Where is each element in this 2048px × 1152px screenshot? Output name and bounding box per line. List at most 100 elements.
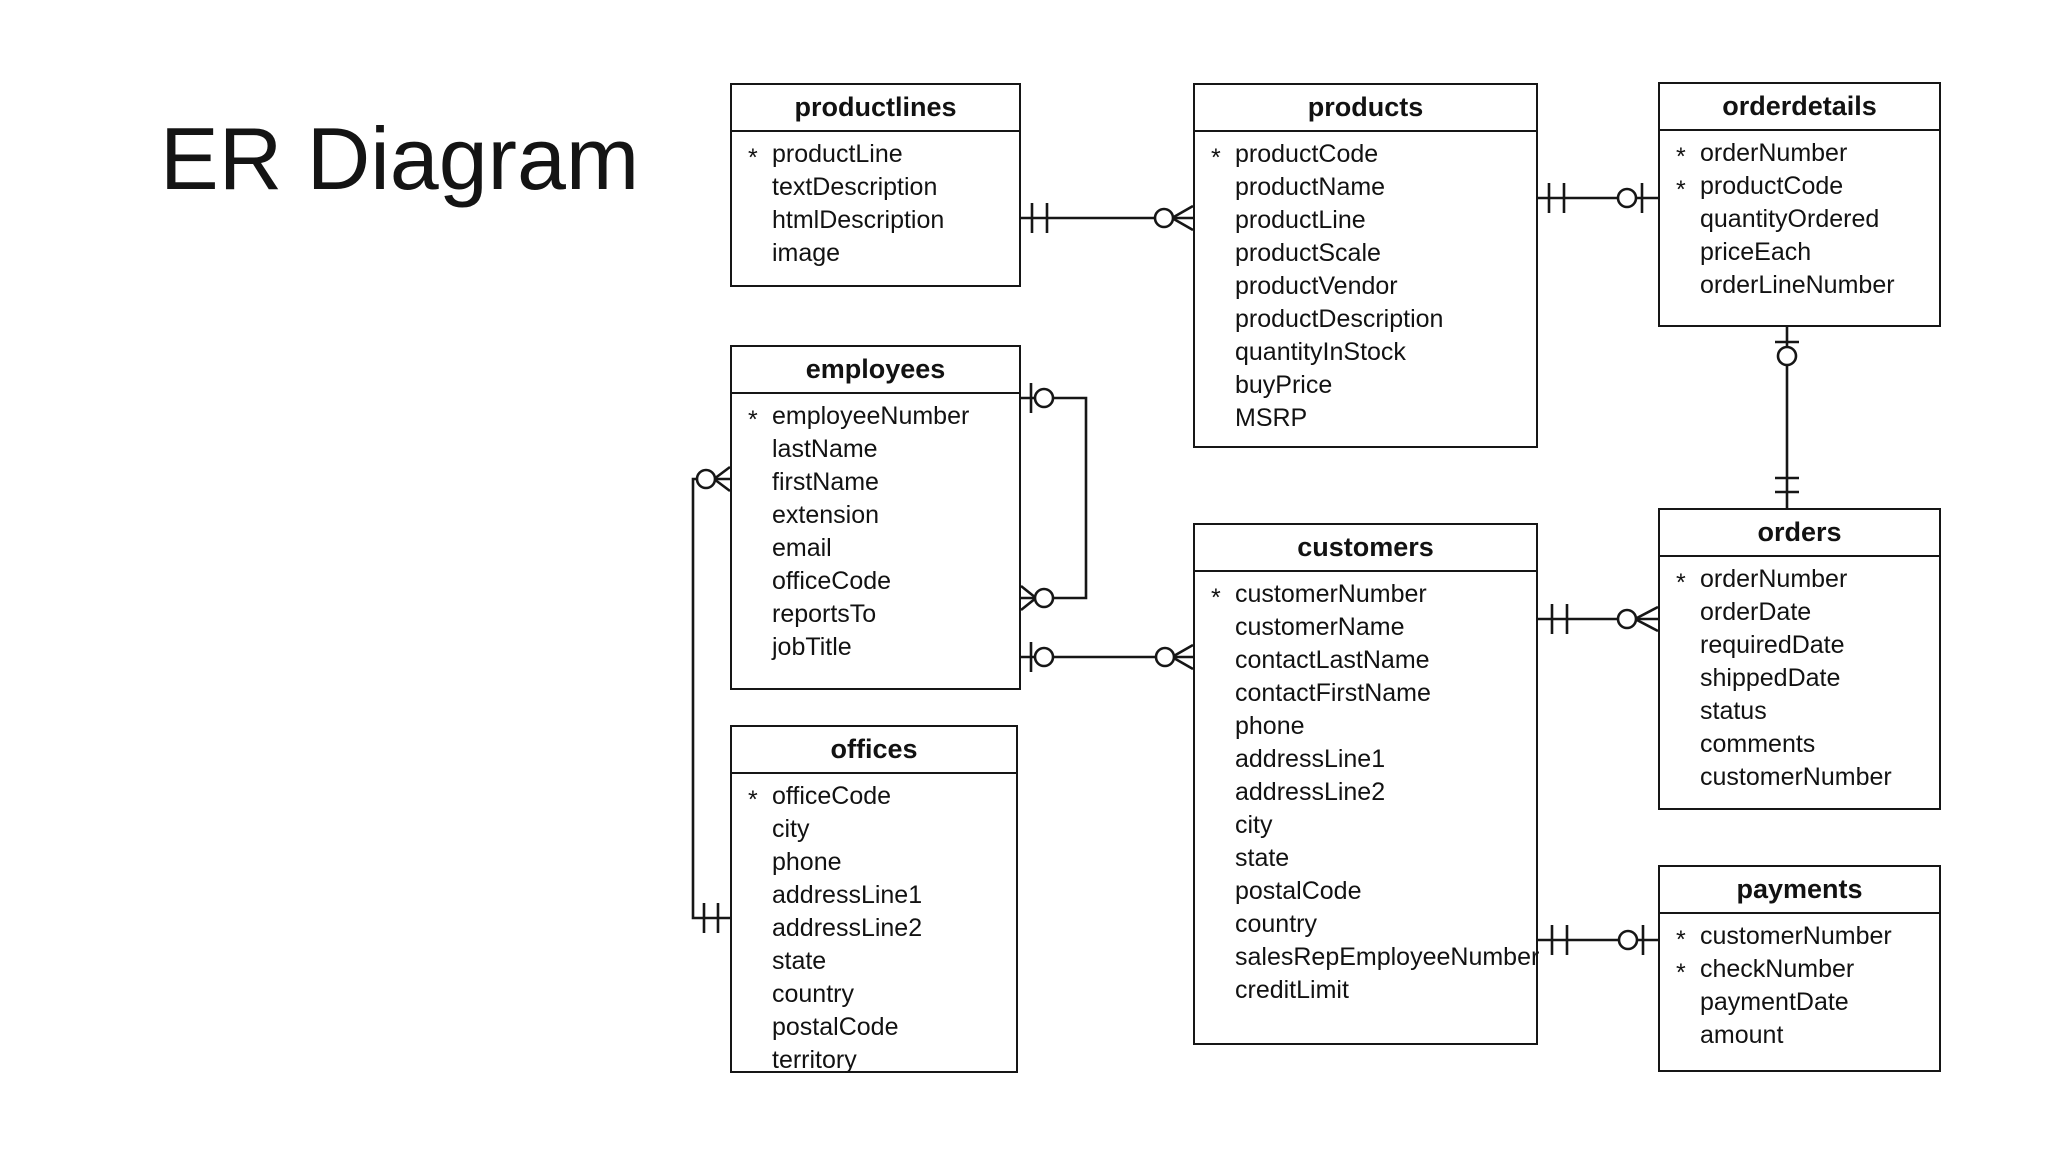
primary-key-star: * [748, 786, 758, 814]
entity-field-primary-key: *productCode [1195, 138, 1536, 172]
entity-field: *image [732, 237, 1019, 270]
primary-key-star: * [1676, 926, 1686, 954]
entity-field: *productDescription [1195, 303, 1536, 336]
entity-field: *addressLine1 [1195, 743, 1536, 776]
entity-orderdetails: orderdetails *orderNumber* productCode *qu… [1658, 82, 1941, 327]
field-name: country [1235, 910, 1317, 938]
entity-field: *postalCode [732, 1011, 1016, 1044]
entity-field: *quantityOrdered [1660, 203, 1939, 236]
entity-field-list: *officeCode*city* phone *addressLine1*addr… [732, 774, 1016, 1077]
field-name: phone [772, 848, 842, 876]
field-name: email [772, 534, 832, 562]
entity-field: *state [732, 945, 1016, 978]
field-name: quantityInStock [1235, 338, 1406, 366]
entity-field: *officeCode [732, 565, 1019, 598]
slide-title: ER Diagram [160, 109, 640, 208]
field-name: productCode [1235, 140, 1379, 168]
field-name: productDescription [1235, 305, 1444, 333]
field-name: addressLine1 [1235, 745, 1386, 773]
entity-field-primary-key: *customerNumber [1195, 578, 1536, 612]
field-name: territory [772, 1046, 857, 1074]
entity-field-primary-key: *employeeNumber [732, 400, 1019, 434]
primary-key-star: * [1676, 959, 1686, 987]
entity-field: *creditLimit [1195, 974, 1536, 1007]
relationship-offices-employees [691, 465, 731, 933]
entity-field-list: *productCode*productName*productLine *pro… [1195, 132, 1536, 435]
entity-field-primary-key: *customerNumber [1660, 920, 1939, 954]
entity-title-productlines: productlines [732, 85, 1019, 132]
entity-field: *postalCode [1195, 875, 1536, 908]
entity-field: *contactFirstName [1195, 677, 1536, 710]
entity-field: *customerName [1195, 611, 1536, 644]
entity-products: products *productCode*productName*produc… [1193, 83, 1538, 448]
entity-field: *productName [1195, 171, 1536, 204]
field-name: buyPrice [1235, 371, 1333, 399]
entity-field: *addressLine2 [732, 912, 1016, 945]
entity-field-list: *customerNumber*checkNumber*paymentDate*… [1660, 914, 1939, 1052]
field-name: amount [1700, 1021, 1784, 1049]
field-name: salesRepEmployeeNumber [1235, 943, 1540, 971]
relationship-products-orderdetails [1538, 183, 1658, 213]
field-name: status [1700, 697, 1767, 725]
entity-employees: employees *employeeNumber*lastName*first… [730, 345, 1021, 690]
field-name: state [1235, 844, 1290, 872]
field-name: postalCode [1235, 877, 1362, 905]
field-name: productLine [1235, 206, 1366, 234]
entity-field: *textDescription [732, 171, 1019, 204]
field-name: orderNumber [1700, 565, 1848, 593]
relationship-productlines-products [1021, 203, 1194, 233]
field-name: productCode [1700, 172, 1844, 200]
relationship-employees-self-reportsto [1020, 383, 1088, 612]
entity-field: *buyPrice [1195, 369, 1536, 402]
field-name: contactLastName [1235, 646, 1430, 674]
entity-title-payments: payments [1660, 867, 1939, 914]
entity-field-primary-key: *orderNumber [1660, 137, 1939, 171]
entity-title-orders: orders [1660, 510, 1939, 557]
relationship-customers-payments [1538, 925, 1658, 955]
entity-field: *status [1660, 695, 1939, 728]
entity-payments: payments *customerNumber*checkNumber*pay… [1658, 865, 1941, 1072]
field-name: orderDate [1700, 598, 1812, 626]
field-name: postalCode [772, 1013, 899, 1041]
entity-field-list: *employeeNumber*lastName*firstName*exten… [732, 394, 1019, 664]
field-name: image [772, 239, 841, 267]
entity-field: *addressLine1 [732, 879, 1016, 912]
field-name: jobTitle [772, 633, 852, 661]
field-name: productScale [1235, 239, 1381, 267]
entity-field-primary-key: *productLine [732, 138, 1019, 172]
field-name: employeeNumber [772, 402, 970, 430]
entity-field: *city [732, 813, 1016, 846]
field-name: productLine [772, 140, 903, 168]
field-name: lastName [772, 435, 878, 463]
entity-field: *phone [1195, 710, 1536, 743]
entity-field: *state [1195, 842, 1536, 875]
entity-field: *customerNumber [1660, 761, 1939, 794]
relationship-customers-orders [1538, 604, 1659, 634]
field-name: country [772, 980, 854, 1008]
entity-title-products: products [1195, 85, 1536, 132]
entity-field-primary-key: *officeCode [732, 780, 1016, 814]
field-name: productName [1235, 173, 1386, 201]
entity-field: *productLine [1195, 204, 1536, 237]
entity-field-list: *productLine*textDescription*htmlDescrip… [732, 132, 1019, 270]
field-name: customerName [1235, 613, 1405, 641]
field-name: orderLineNumber [1700, 271, 1895, 299]
entity-title-orderdetails: orderdetails [1660, 84, 1939, 131]
entity-field: *email [732, 532, 1019, 565]
entity-field: *orderLineNumber [1660, 269, 1939, 302]
field-name: productVendor [1235, 272, 1398, 300]
primary-key-star: * [1676, 143, 1686, 171]
entity-field: *reportsTo [732, 598, 1019, 631]
entity-field-list: *customerNumber*customerName* contactLast… [1195, 572, 1540, 1007]
entity-field: *jobTitle [732, 631, 1019, 664]
entity-field: *extension [732, 499, 1019, 532]
field-name: reportsTo [772, 600, 877, 628]
field-name: shippedDate [1700, 664, 1841, 692]
entity-field: *addressLine2 [1195, 776, 1536, 809]
entity-field: *country [732, 978, 1016, 1011]
field-name: contactFirstName [1235, 679, 1431, 707]
field-name: requiredDate [1700, 631, 1845, 659]
primary-key-star: * [1211, 584, 1221, 612]
primary-key-star: * [1676, 569, 1686, 597]
entity-field: *firstName [732, 466, 1019, 499]
